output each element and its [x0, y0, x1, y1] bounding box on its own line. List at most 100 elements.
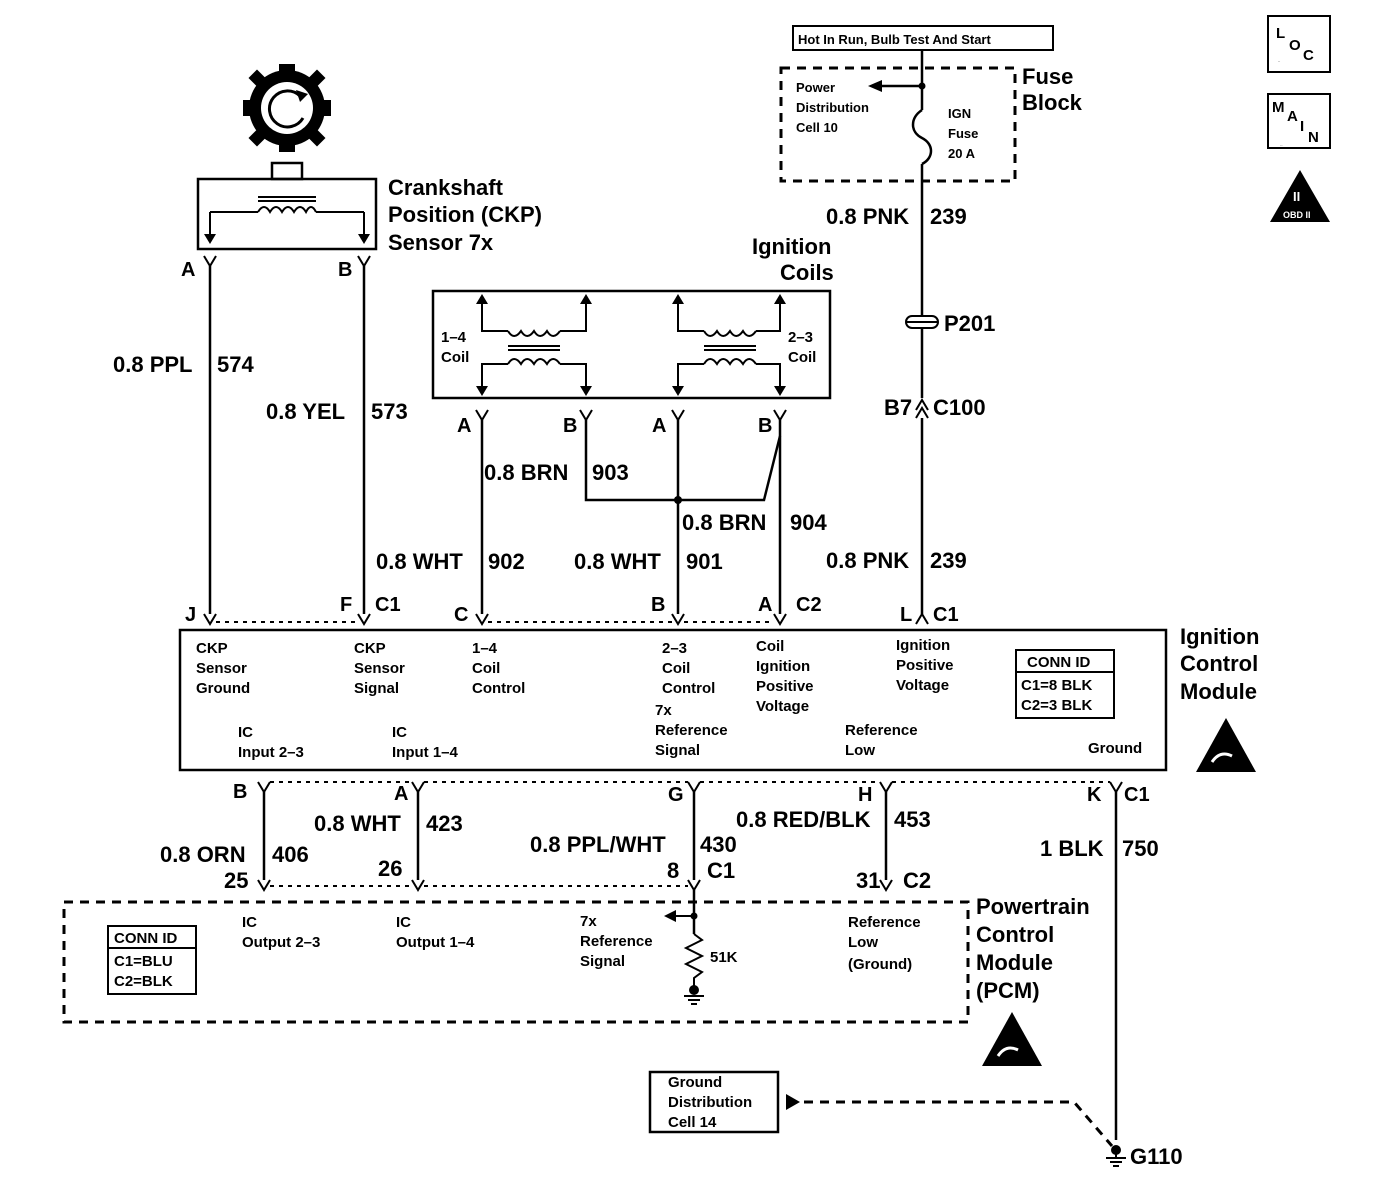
icm-label: Signal	[655, 742, 700, 759]
wire-label-brn904: 0.8 BRN	[682, 510, 766, 535]
icm-connector-c1: C1	[375, 594, 401, 616]
power-supply: Hot In Run, Bulb Test And Start Fuse Blo…	[779, 25, 1083, 316]
wire-circuit-903: 903	[592, 460, 629, 485]
icm-pin-c: C	[454, 604, 468, 626]
icm-pin-a: A	[758, 594, 772, 616]
pcm-conn-id-box	[107, 925, 197, 995]
wire-label-redblk: 0.8 RED/BLK	[736, 807, 871, 832]
pcm-label: IC	[396, 914, 411, 931]
ckp-sensor-title-3: Sensor 7x	[388, 230, 494, 255]
svg-text:O: O	[1289, 37, 1301, 54]
badges: LOC LOC MAIN MAIN II OBD II	[1267, 15, 1331, 222]
icm-label: Input 2–3	[238, 744, 304, 761]
icm-label: Input 1–4	[392, 744, 459, 761]
icm-label: Ignition	[756, 658, 810, 675]
icm-top-connectors: J F C1 C B A C2 L C1	[185, 594, 959, 626]
pcm-label: Reference	[848, 914, 921, 931]
icm-pin-a-bottom: A	[394, 783, 408, 805]
ckp-sensor-title-2: Position (CKP)	[388, 202, 542, 227]
icm-bottom-connectors: B A G H K C1	[233, 781, 1150, 806]
resistor-icon	[683, 933, 705, 986]
icm-connector-c1-l: C1	[933, 604, 959, 626]
icm-pin-h: H	[858, 784, 872, 806]
icm-pin-k: K	[1087, 784, 1102, 806]
pcm-title-2: Control	[976, 922, 1054, 947]
connector-c100: C100	[933, 395, 986, 420]
ignition-coils-title-2: Coils	[780, 260, 834, 285]
ckp-pin-b: B	[338, 259, 352, 281]
icm-label: Reference	[845, 722, 918, 739]
icm-label: Reference	[655, 722, 728, 739]
fuse-label-3: 20 A	[948, 146, 976, 161]
icm-label: IC	[392, 724, 407, 741]
icm-pin-b: B	[651, 594, 665, 616]
pcm-conn-id: CONN ID	[114, 930, 178, 947]
ignition-coils: Ignition Coils 1–4 Coil 2–3 Coil A	[431, 234, 834, 437]
coil-pin-b2: B	[758, 415, 772, 437]
svg-text:L: L	[1276, 25, 1285, 42]
fuse-label-2: Fuse	[948, 126, 978, 141]
svg-text:OBD II: OBD II	[1283, 210, 1311, 220]
fuse-icon	[911, 108, 933, 166]
icm-label: CKP	[354, 640, 386, 657]
wire-label-orn: 0.8 ORN	[160, 842, 246, 867]
coil-pack-body	[431, 289, 832, 400]
pcm-pin-25: 25	[224, 868, 248, 893]
wire-circuit-239-top: 239	[930, 204, 967, 229]
svg-text:N: N	[1308, 129, 1319, 146]
svg-text:I: I	[1300, 118, 1304, 135]
pcm-outline	[62, 900, 970, 1024]
pdc-label-2: Distribution	[796, 100, 869, 115]
icm-label: Sensor	[196, 660, 247, 677]
ground-icon	[684, 985, 704, 1005]
icm-label: Signal	[354, 680, 399, 697]
obd-badge-icon	[1270, 170, 1330, 222]
pdc-label-3: Cell 10	[796, 120, 838, 135]
pcm-label: (Ground)	[848, 956, 912, 973]
icm-pin-b-bottom: B	[233, 781, 247, 803]
ground-distribution: Ground Distribution Cell 14 G110	[648, 1070, 1183, 1169]
pcm-connector-c1: C1	[707, 858, 735, 883]
svg-text:II: II	[1293, 189, 1300, 204]
icm-label: Ground	[1088, 740, 1142, 757]
wire-circuit-423: 423	[426, 811, 463, 836]
icm-label: CKP	[196, 640, 228, 657]
icm-title: Ignition	[1180, 624, 1259, 649]
icm-label: Positive	[896, 657, 954, 674]
icm-conn-id: CONN ID	[1027, 654, 1091, 671]
wire-label-yel: 0.8 YEL	[266, 399, 345, 424]
icm-label: Coil	[662, 660, 690, 677]
wire-label-wht901: 0.8 WHT	[574, 549, 661, 574]
icm-label: Ground	[196, 680, 250, 697]
arrow-icon	[664, 910, 676, 922]
pcm-connector-c2: C2	[903, 868, 931, 893]
icm-label: IC	[238, 724, 253, 741]
pcm-pin-31: 31	[856, 868, 880, 893]
svg-text:M: M	[1272, 99, 1285, 116]
main-badge	[1267, 93, 1331, 149]
pcm-conn-c2: C2=BLK	[114, 973, 173, 990]
icm-label: Ignition	[896, 637, 950, 654]
coil-23-label: 2–3	[788, 329, 813, 346]
icm-connector-c1-bottom: C1	[1124, 784, 1150, 806]
gdc-label: Ground	[668, 1074, 722, 1091]
fuse-block-outline	[779, 66, 1017, 183]
gdc-box	[648, 1070, 780, 1134]
loc-badge	[1267, 15, 1331, 73]
icm-conn-id-box	[1015, 649, 1115, 719]
ckp-sensor-title: Crankshaft	[388, 175, 504, 200]
icm-pin-f: F	[340, 594, 352, 616]
icm-label: Sensor	[354, 660, 405, 677]
reluctor-wheel-icon	[243, 64, 331, 152]
arrow-icon	[786, 1094, 800, 1110]
wire-label-pplwht: 0.8 PPL/WHT	[530, 832, 666, 857]
coil-14-label: 1–4	[441, 329, 467, 346]
wire-label-pnk-bot: 0.8 PNK	[826, 548, 909, 573]
wire-label-blk: 1 BLK	[1040, 836, 1104, 861]
esd-warning-icon	[982, 1012, 1042, 1066]
wire-circuit-453: 453	[894, 807, 931, 832]
icm-pin-l: L	[900, 604, 912, 626]
icm-conn-c2: C2=3 BLK	[1021, 697, 1092, 714]
icm-pin-g: G	[668, 784, 684, 806]
